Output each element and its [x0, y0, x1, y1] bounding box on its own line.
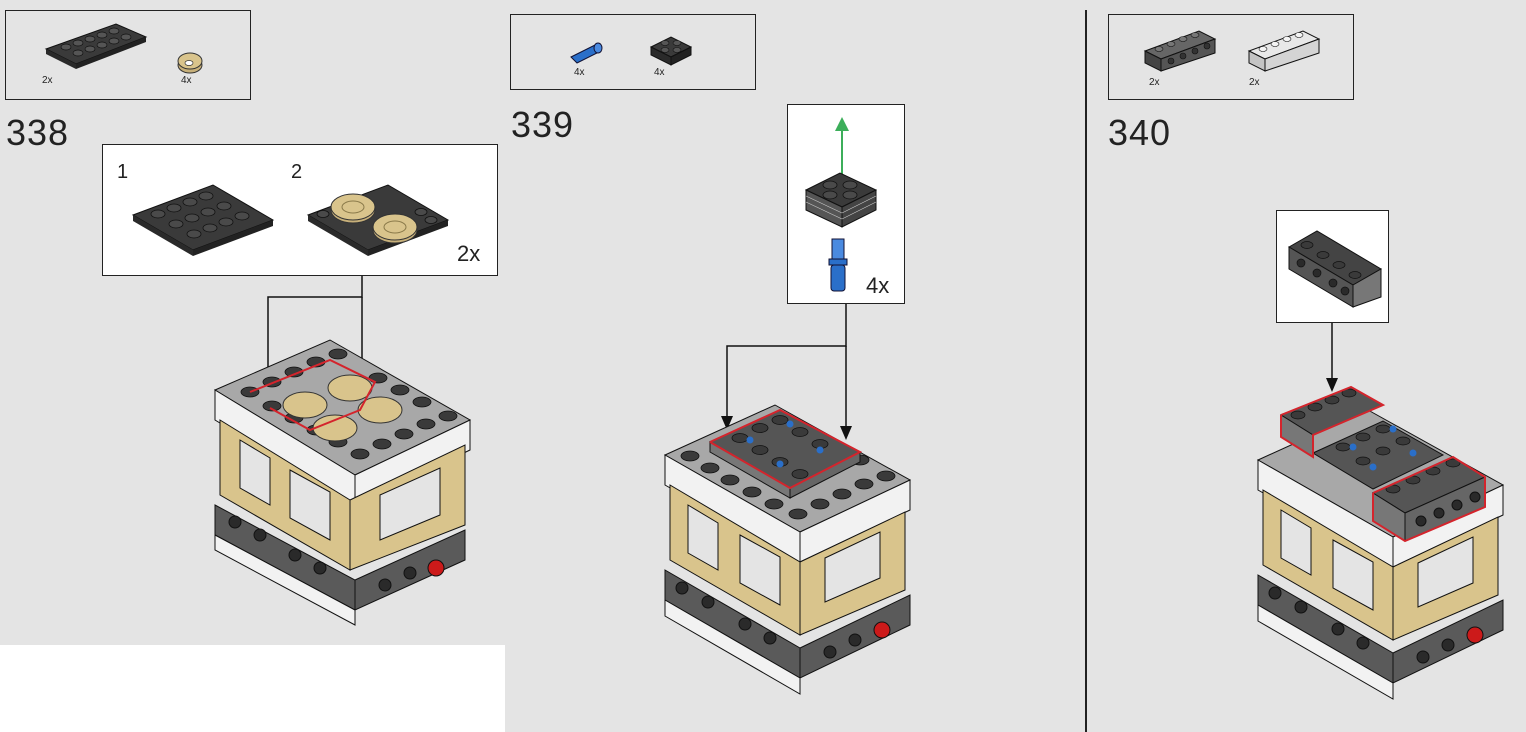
blank-area — [0, 645, 505, 732]
substep-label: 1 — [117, 161, 129, 183]
page-divider — [1085, 10, 1087, 732]
light-gray-brick-part-icon — [1247, 30, 1321, 72]
subassembly-callout-338: 1 2 2x — [102, 144, 498, 276]
part-qty: 4x — [654, 67, 665, 78]
part-qty: 4x — [574, 67, 585, 78]
part-qty: 2x — [1249, 77, 1260, 88]
subassembly-callout-340 — [1276, 210, 1389, 323]
parts-callout-339: 4x 4x — [510, 14, 756, 90]
step-339-panel: 4x 4x 339 4x — [505, 0, 1085, 732]
build-model-338 — [213, 339, 472, 626]
parts-callout-338: 2x 4x — [5, 10, 251, 100]
step-number: 340 — [1108, 112, 1172, 153]
step-338-panel: 2x 4x 338 1 2 — [0, 0, 505, 645]
substep-label: 2 — [291, 161, 303, 183]
subassembly-multiplier: 2x — [457, 241, 481, 266]
dark-gray-plate-part-icon — [44, 23, 148, 69]
part-qty: 2x — [42, 75, 53, 86]
dark-gray-plate-stack-part-icon — [649, 36, 693, 66]
build-model-339 — [663, 404, 912, 695]
parts-callout-340: 2x 2x — [1108, 14, 1354, 100]
blue-axle-pin-part-icon — [570, 42, 603, 64]
part-qty: 4x — [181, 75, 192, 86]
blue-axle-pin-icon — [828, 238, 848, 292]
subassembly-multiplier: 4x — [866, 273, 890, 298]
build-model-340 — [1256, 385, 1505, 700]
step-number: 339 — [511, 104, 575, 145]
placement-arrows — [721, 304, 852, 440]
dark-gray-brick-icon — [1288, 230, 1382, 308]
dark-gray-brick-part-icon — [1143, 30, 1217, 72]
placement-arrow — [1326, 323, 1338, 392]
tan-round-tile-part-icon — [177, 52, 203, 74]
step-number: 338 — [6, 112, 70, 153]
substep-1-plate-icon — [131, 184, 275, 256]
step-340-panel: 2x 2x 340 — [1088, 0, 1526, 732]
subassembly-callout-339: 4x — [787, 104, 905, 304]
substep-2-plate-with-tiles-icon — [306, 184, 450, 256]
part-qty: 2x — [1149, 77, 1160, 88]
plate-stack-icon — [804, 172, 878, 228]
